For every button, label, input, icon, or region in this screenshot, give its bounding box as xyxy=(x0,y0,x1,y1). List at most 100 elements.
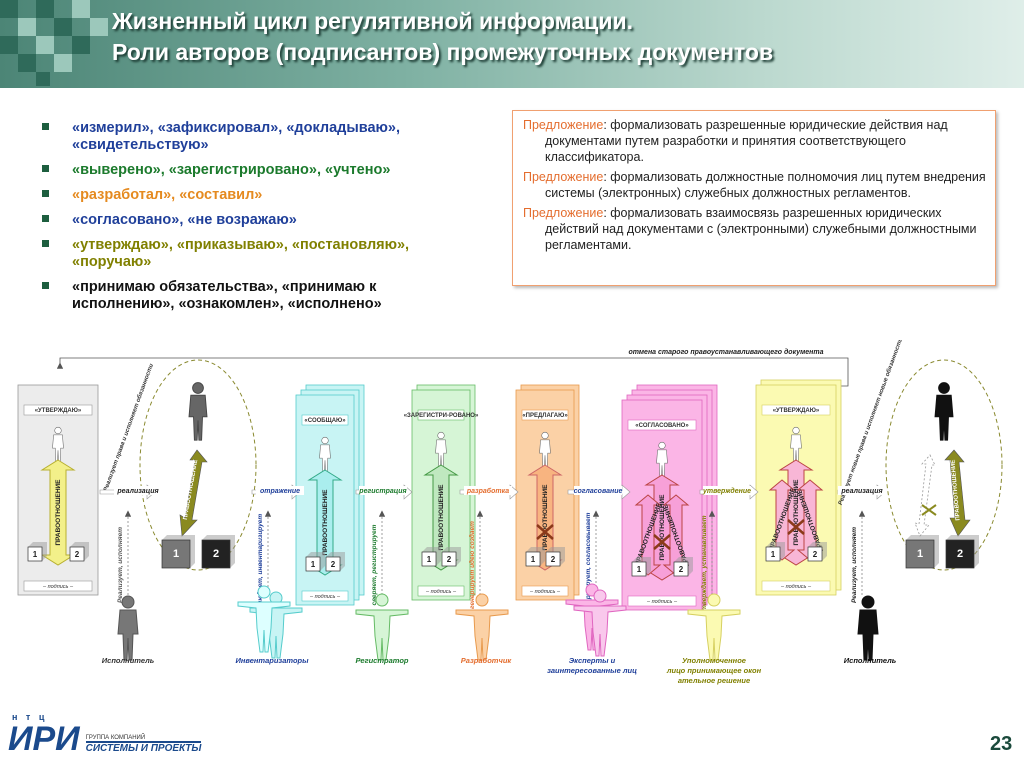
doc-header: «ПРЕДЛАГАЮ» xyxy=(522,413,568,419)
flow-arrow: реализация xyxy=(837,484,886,500)
svg-text:1: 1 xyxy=(33,550,38,559)
registrar-person-icon xyxy=(355,593,409,661)
relation-arrow: ПРАВООТНОШЕНИЕ xyxy=(40,459,76,566)
numbered-cube: 2 xyxy=(201,535,235,569)
flow-arrow: разработка xyxy=(459,484,519,500)
numbered-cube: 2 xyxy=(945,535,979,569)
numbered-cube: 2 xyxy=(69,542,89,562)
bullet-marker-icon xyxy=(42,240,49,247)
cross-mark-icon xyxy=(653,534,671,550)
role-label: Разработчик xyxy=(461,656,513,665)
bullet-item: «согласовано», «не возражаю» xyxy=(42,212,482,229)
proposal-label: Предложение xyxy=(523,118,604,132)
authorized-person-icon xyxy=(687,593,741,661)
doc-person-icon xyxy=(52,426,64,463)
logo-brand: СИСТЕМЫ И ПРОЕКТЫ xyxy=(85,741,202,754)
svg-text:2: 2 xyxy=(213,548,219,560)
doc-header: «СООБЩАЮ» xyxy=(304,418,346,424)
flow-arrow: регистрация xyxy=(355,484,413,500)
svg-text:1: 1 xyxy=(173,548,179,560)
doc-header: «УТВЕРЖДАЮ» xyxy=(773,408,820,414)
doc-header: «ЗАРЕГИСТРИ-РОВАНО» xyxy=(404,413,479,419)
svg-text:2: 2 xyxy=(75,550,80,559)
relation-label: ПРАВООТНОШЕНИЕ xyxy=(322,489,329,556)
relation-label: ПРАВООТНОШЕНИЕ xyxy=(950,459,961,520)
numbered-cube: 1 xyxy=(421,547,441,567)
action-label: утверждает, устанавливает xyxy=(700,515,708,615)
numbered-cube: 2 xyxy=(807,542,827,562)
relation-label: ПРАВООТНОШЕНИЕ xyxy=(438,484,445,551)
proposal-label: Предложение xyxy=(523,170,604,184)
svg-text:2: 2 xyxy=(551,555,556,564)
flow-label: согласование xyxy=(574,488,623,495)
bullet-text: «выверено», «зарегистрировано», «учтено» xyxy=(72,162,391,178)
numbered-cube: 2 xyxy=(545,547,565,567)
svg-text:2: 2 xyxy=(331,560,336,569)
svg-text:1: 1 xyxy=(917,548,923,560)
executor-ellipse-left xyxy=(139,359,257,571)
doc-person-icon xyxy=(435,431,447,468)
bullet-item: «выверено», «зарегистрировано», «учтено» xyxy=(42,162,482,179)
action-label: экспертирует, согласовывает xyxy=(585,512,592,617)
bullet-item: «разработал», «составил» xyxy=(42,187,482,204)
flow-arrow: реализация xyxy=(99,484,162,500)
svg-text:1: 1 xyxy=(771,550,776,559)
numbered-cube: 1 xyxy=(27,542,47,562)
executor-bottom-icon-left xyxy=(117,595,139,661)
relation-label: ПРАВООТНОШЕНИЕ xyxy=(542,484,549,551)
relation-arrow: ПРАВООТНОШЕНИЕ xyxy=(307,469,343,576)
action-label: сверяет, регистрирует xyxy=(371,524,378,605)
doc-person-icon xyxy=(790,426,802,463)
svg-text:1: 1 xyxy=(427,555,432,564)
flow-label: утверждение xyxy=(702,487,751,495)
bullet-marker-icon xyxy=(42,282,49,289)
flow-label: разработка xyxy=(466,487,509,495)
cross-mark-icon xyxy=(921,504,937,516)
doc-header: «УТВЕРЖДАЮ» xyxy=(35,408,82,414)
relation-arrow: ПРАВООТНОШЕНИЕ xyxy=(527,464,563,571)
title-line-2: Роли авторов (подписантов) промежуточных… xyxy=(112,39,774,65)
proposal-text: формализовать взаимосвязь разрешенных юр… xyxy=(545,206,977,252)
svg-text:2: 2 xyxy=(679,565,684,574)
bullet-item: «принимаю обязательства», «принимаю к ис… xyxy=(42,279,482,313)
logo-mark: ИРИ xyxy=(8,720,80,758)
numbered-cube: 1 xyxy=(161,535,195,569)
action-label: генерирует идею создает xyxy=(468,521,476,609)
flow-label: регистрация xyxy=(358,488,406,495)
svg-text:1: 1 xyxy=(531,555,536,564)
relation-arrow: ПРАВООТНОШЕНИЕ xyxy=(423,464,459,571)
executor-ellipse-right xyxy=(885,359,1003,571)
relation-arrow-right: ПРАВООТНОШЕНИЕ xyxy=(944,449,971,537)
role-label: Регистратор xyxy=(356,656,409,665)
proposal-text: формализовать разрешенные юридические де… xyxy=(545,118,948,164)
svg-text:2: 2 xyxy=(957,548,963,560)
bullet-marker-icon xyxy=(42,123,49,130)
relation-label: ПРАВООТНОШЕНИЕ xyxy=(659,494,666,561)
cross-mark-icon xyxy=(787,519,805,535)
numbered-cube: 1 xyxy=(631,557,651,577)
doc-person-icon xyxy=(319,436,331,473)
relation-label: ПРАВООТНОШЕНИЕ xyxy=(793,479,800,546)
bullet-marker-icon xyxy=(42,190,49,197)
expert-person-icon xyxy=(573,589,627,657)
bullet-text: «разработал», «составил» xyxy=(72,187,263,203)
bullet-text: «утверждаю», «приказываю», «постановляю»… xyxy=(72,237,410,270)
bullet-marker-icon xyxy=(42,215,49,222)
side-label-left: Реализует права и исполняет обязанности xyxy=(102,362,155,492)
svg-text:1: 1 xyxy=(637,565,642,574)
relation-arrow-left: ПРАВООТНОШЕНИЕ xyxy=(179,449,208,537)
doc-person-icon xyxy=(539,431,551,468)
proposal-text: формализовать должностные полномочия лиц… xyxy=(545,170,986,200)
doc-person-icon xyxy=(656,441,668,478)
action-label: Реализует, исполняет xyxy=(117,527,124,603)
signature-label: – подпись – xyxy=(780,584,812,590)
relation-label: ПРАВООТНОШЕНИЕ xyxy=(55,479,62,546)
role-label: Исполнитель xyxy=(102,656,155,665)
numbered-cube: 1 xyxy=(525,547,545,567)
action-label: Реализует, исполняет xyxy=(851,527,858,603)
bullet-text: «измерил», «зафиксировал», «докладываю»,… xyxy=(72,120,401,153)
bullet-text: «принимаю обязательства», «принимаю к ис… xyxy=(72,279,382,312)
numbered-cube: 2 xyxy=(441,547,461,567)
